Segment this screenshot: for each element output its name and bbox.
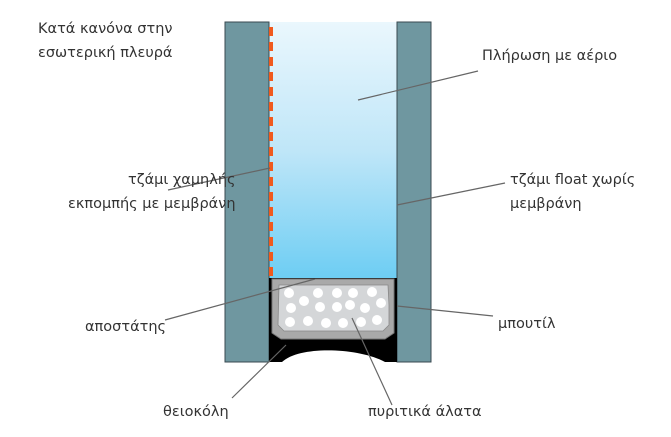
coating-dash [269,147,273,156]
coating-dash [269,177,273,186]
desiccant-bead [348,288,358,298]
label-line: τζάμι χαμηλής [127,172,236,188]
desiccant-bead [376,298,386,308]
desiccant-bead [321,318,331,328]
coating-dash [269,267,273,276]
desiccant-bead [303,316,313,326]
low-e-coating [269,27,273,276]
coating-dash [269,27,273,36]
desiccant-beads [284,287,386,328]
leader-spacer [164,278,316,321]
desiccant-bead [360,303,370,313]
desiccant-bead [299,296,309,306]
label-desiccant: πυριτικά άλατα [368,404,482,420]
coating-dash [269,42,273,51]
coating-dash [269,117,273,126]
desiccant-bead [367,287,377,297]
coating-dash [269,102,273,111]
label-butyl: μπουτίλ [498,316,556,332]
leader-polysulfide [231,344,287,399]
coating-dash [269,162,273,171]
label-line: μεμβράνη [510,196,582,212]
coating-dash [269,207,273,216]
coating-dash [269,192,273,201]
desiccant-bead [286,303,296,313]
desiccant-bead [332,302,342,312]
leader-low-e [167,167,271,191]
coating-dash [269,72,273,81]
right-glass-pane [396,21,432,363]
desiccant-bead [345,300,355,310]
left-glass-pane [224,21,270,363]
desiccant-bead [285,317,295,327]
desiccant-bead [338,318,348,328]
leader-desiccant [351,317,393,406]
desiccant-bead [332,288,342,298]
desiccant-bead [356,317,366,327]
label-low-e-glass: τζάμι χαμηλής εκπομπής με μεμβράνη [68,168,236,216]
leader-butyl [396,305,494,317]
label-line: Κατά κανόνα στην [38,21,173,37]
desiccant-bead [315,302,325,312]
coating-dash [269,87,273,96]
desiccant-bead [284,288,294,298]
label-polysulfide: θειοκόλη [163,404,229,420]
coating-dash [269,252,273,261]
label-inner-side: Κατά κανόνα στην εσωτερική πλευρά [38,17,173,65]
leader-float [396,182,506,206]
gas-cavity [269,22,397,280]
coating-dash [269,237,273,246]
desiccant-bead [313,288,323,298]
desiccant-bead [372,315,382,325]
leader-lines [164,70,506,406]
coating-dash [269,57,273,66]
coating-dash [269,132,273,141]
label-line: εσωτερική πλευρά [38,45,173,61]
label-spacer: αποστάτης [85,319,167,335]
coating-dash [269,222,273,231]
label-float-glass: τζάμι float χωρίς μεμβράνη [510,168,635,216]
label-gas-fill: Πλήρωση με αέριο [482,48,618,64]
label-line: εκπομπής με μεμβράνη [68,196,236,212]
leader-gas [357,70,479,101]
label-line: τζάμι float χωρίς [510,172,636,188]
